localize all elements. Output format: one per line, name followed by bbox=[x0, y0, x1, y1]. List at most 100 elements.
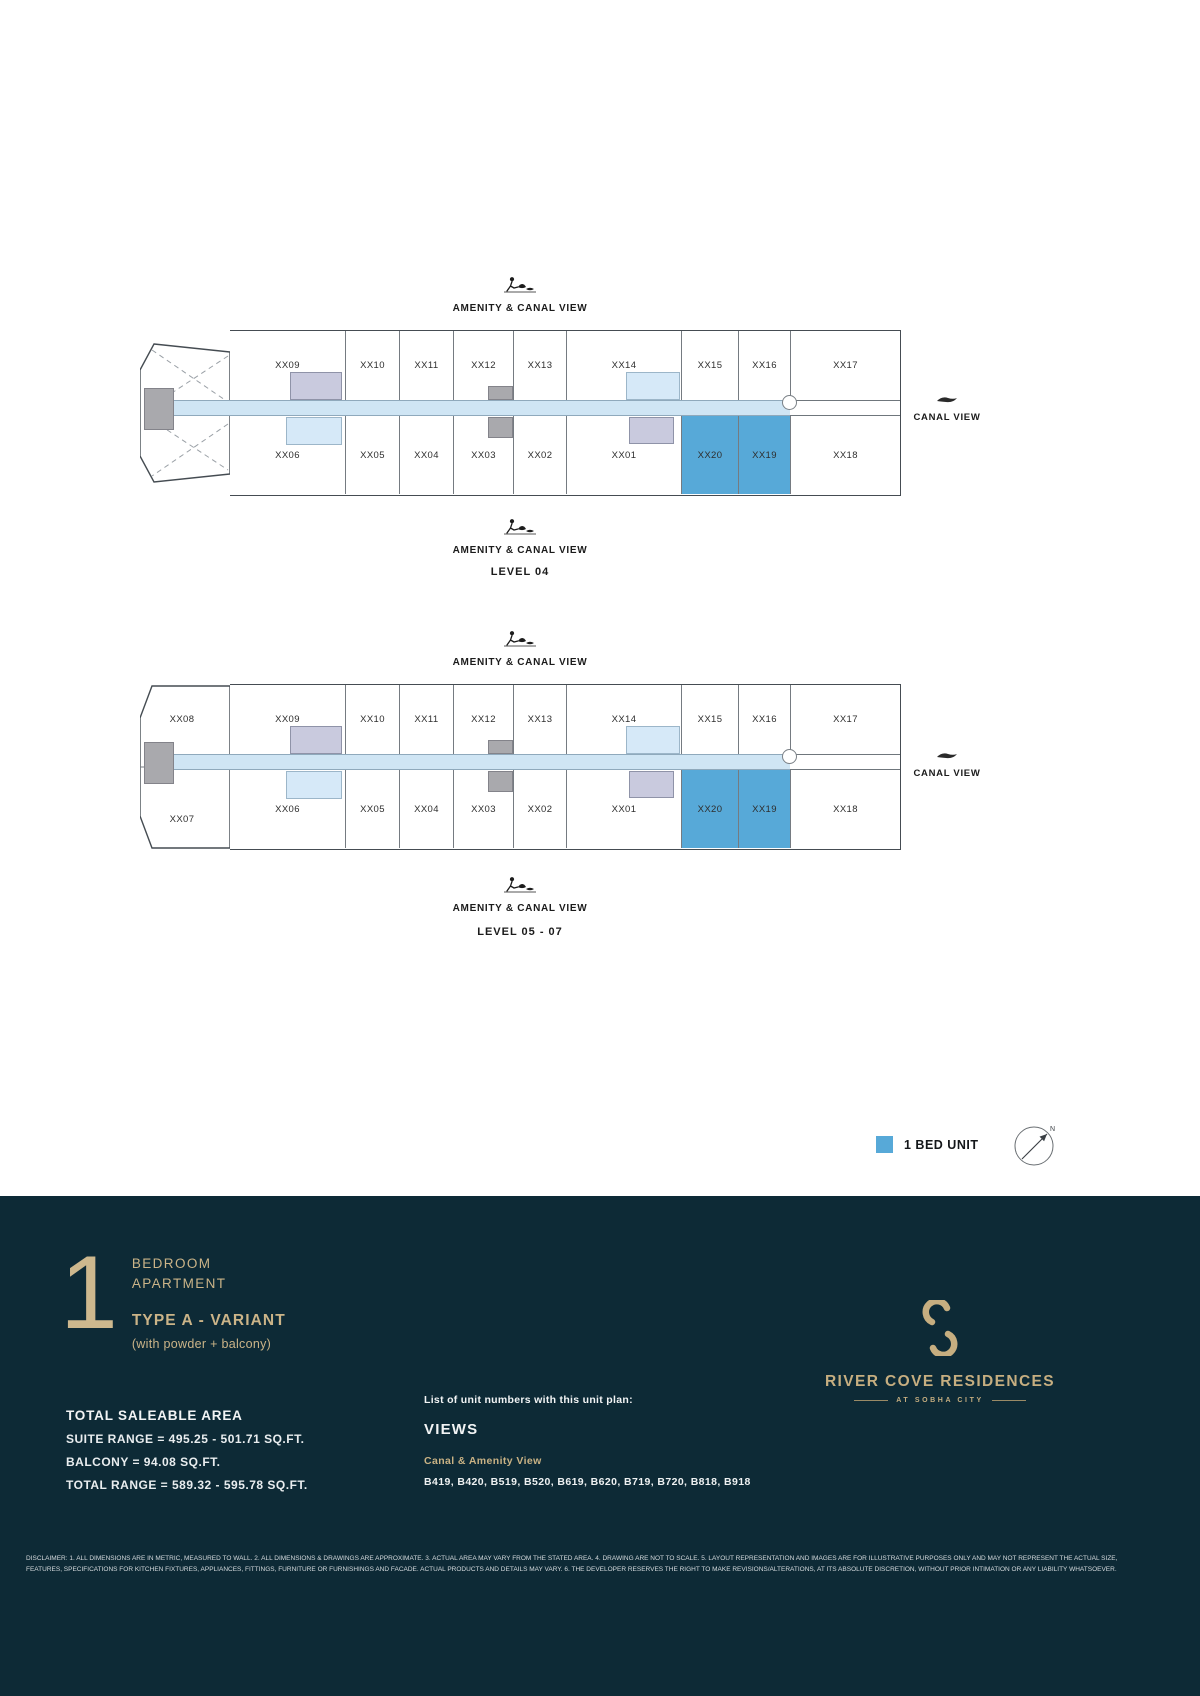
area-title: TOTAL SALEABLE AREA bbox=[66, 1408, 243, 1423]
unit-label: XX17 bbox=[833, 714, 858, 725]
canal-view-label: CANAL VIEW bbox=[902, 392, 992, 423]
unit-list-title: List of unit numbers with this unit plan… bbox=[424, 1394, 633, 1406]
building-level-04: XX09 XX10 XX11 XX12 XX13 XX14 XX15 XX16 … bbox=[140, 330, 901, 496]
floor-plan-level-05-07: AMENITY & CANAL VIEW XX08 XX07 XX09 XX10… bbox=[140, 630, 980, 946]
unit-cell: XX11 bbox=[399, 331, 453, 400]
brand-block: RIVER COVE RESIDENCES AT SOBHA CITY bbox=[820, 1297, 1060, 1404]
views-block: List of unit numbers with this unit plan… bbox=[424, 1394, 751, 1488]
unit-label: XX06 bbox=[275, 449, 300, 461]
unit-label: XX04 bbox=[414, 803, 439, 815]
bedroom-word: BEDROOM bbox=[131, 1256, 212, 1271]
unit-label: XX01 bbox=[611, 449, 637, 461]
legend: 1 BED UNIT bbox=[876, 1136, 978, 1153]
unit-label: XX20 bbox=[697, 449, 723, 461]
floor-plan-level-04: AMENITY & CANAL VIEW XX09 XX10 bbox=[140, 276, 980, 588]
canal-view-label: CANAL VIEW bbox=[902, 748, 992, 779]
unit-cell: XX18 bbox=[790, 770, 900, 848]
unit-cell: XX03 bbox=[453, 770, 513, 848]
amenity-icon bbox=[504, 631, 536, 647]
unit-label: XX03 bbox=[471, 803, 496, 815]
apartment-type-block: 1 BEDROOM APARTMENT TYPE A - VARIANT (wi… bbox=[60, 1241, 286, 1350]
views-title: VIEWS bbox=[424, 1421, 479, 1438]
north-compass-icon: N bbox=[1014, 1126, 1055, 1166]
unit-label: XX12 bbox=[471, 714, 496, 725]
unit-label: XX13 bbox=[527, 714, 553, 725]
door-arc bbox=[782, 395, 797, 410]
total-range: TOTAL RANGE = 589.32 - 595.78 SQ.FT. bbox=[66, 1478, 308, 1492]
unit-cell: XX02 bbox=[513, 770, 566, 848]
unit-numbers-list: B419, B420, B519, B520, B619, B620, B719… bbox=[424, 1476, 751, 1488]
unit-label: XX10 bbox=[360, 714, 385, 725]
brand-subtitle: AT SOBHA CITY bbox=[820, 1397, 1060, 1404]
divider-line bbox=[854, 1400, 889, 1401]
unit-label: XX06 bbox=[275, 803, 300, 815]
unit-label: XX15 bbox=[697, 714, 723, 725]
saleable-area-block: TOTAL SALEABLE AREA SUITE RANGE = 495.25… bbox=[66, 1408, 308, 1492]
fixture-grey bbox=[488, 771, 513, 792]
unit-cell: XX13 bbox=[513, 331, 566, 400]
unit-cell: XX01 bbox=[566, 770, 681, 848]
unit-cell: XX09 bbox=[230, 331, 345, 400]
amenity-icon bbox=[504, 877, 536, 893]
view-title: AMENITY & CANAL VIEW bbox=[452, 545, 588, 556]
unit-label: XX07 bbox=[170, 814, 195, 825]
fixture-blue bbox=[626, 372, 680, 400]
fixture-blue bbox=[626, 726, 680, 754]
unit-label: XX03 bbox=[471, 449, 496, 461]
unit-row-bottom: XX06 XX05 XX04 XX03 XX02 XX01 XX20 XX19 … bbox=[230, 416, 900, 494]
fixture-lavender bbox=[629, 771, 674, 798]
unit-label: XX17 bbox=[833, 360, 858, 371]
views-subtitle: Canal & Amenity View bbox=[424, 1455, 542, 1467]
unit-label: XX15 bbox=[697, 360, 723, 371]
unit-cell: XX05 bbox=[345, 770, 399, 848]
unit-cell: XX06 bbox=[230, 416, 345, 494]
unit-label: XX09 bbox=[275, 714, 300, 725]
unit-cell: XX14 bbox=[566, 331, 681, 400]
fixture-lavender bbox=[629, 417, 674, 444]
unit-label: XX18 bbox=[833, 803, 858, 815]
unit-cell: XX18 bbox=[790, 416, 900, 494]
canal-icon bbox=[937, 753, 957, 759]
unit-cell: XX10 bbox=[345, 685, 399, 754]
unit-label: XX10 bbox=[360, 360, 385, 371]
fixture-blue bbox=[286, 417, 342, 445]
unit-cell: XX12 bbox=[453, 685, 513, 754]
unit-label: XX16 bbox=[752, 714, 777, 725]
unit-cell: XX13 bbox=[513, 685, 566, 754]
fixture-lavender bbox=[290, 726, 342, 754]
view-title: AMENITY & CANAL VIEW bbox=[452, 657, 588, 668]
view-title: CANAL VIEW bbox=[913, 768, 981, 779]
unit-label: XX16 bbox=[752, 360, 777, 371]
unit-label: XX04 bbox=[414, 449, 439, 461]
unit-cell: XX02 bbox=[513, 416, 566, 494]
suite-range: SUITE RANGE = 495.25 - 501.71 SQ.FT. bbox=[66, 1432, 305, 1446]
view-title: AMENITY & CANAL VIEW bbox=[452, 303, 588, 314]
unit-label: XX11 bbox=[414, 360, 439, 371]
unit-label: XX20 bbox=[697, 803, 723, 815]
type-title: TYPE A - VARIANT bbox=[131, 1311, 286, 1329]
amenity-icon bbox=[504, 277, 536, 293]
unit-cell: XX09 bbox=[230, 685, 345, 754]
unit-cell: XX06 bbox=[230, 770, 345, 848]
level-label: LEVEL 05 - 07 bbox=[477, 926, 563, 938]
unit-label: XX05 bbox=[360, 449, 385, 461]
unit-row-bottom: XX06 XX05 XX04 XX03 XX02 XX01 XX20 XX19 … bbox=[230, 770, 900, 848]
building-level-05-07: XX08 XX07 XX09 XX10 XX11 XX12 XX13 XX14 … bbox=[140, 684, 901, 850]
amenity-view-label-bottom: AMENITY & CANAL VIEW bbox=[140, 876, 900, 914]
view-title: CANAL VIEW bbox=[913, 412, 981, 423]
unit-cell: XX11 bbox=[399, 685, 453, 754]
unit-cell: XX03 bbox=[453, 416, 513, 494]
fixture-grey bbox=[488, 386, 513, 400]
unit-cell: XX10 bbox=[345, 331, 399, 400]
divider-line bbox=[991, 1400, 1026, 1401]
balcony-area: BALCONY = 94.08 SQ.FT. bbox=[66, 1455, 221, 1469]
fixture-grey bbox=[488, 417, 513, 438]
unit-cell: XX04 bbox=[399, 770, 453, 848]
unit-cell: XX14 bbox=[566, 685, 681, 754]
door-arc bbox=[782, 749, 797, 764]
unit-cell-highlighted: XX20 bbox=[681, 770, 738, 848]
unit-cell: XX15 bbox=[681, 331, 738, 400]
one-bed-unit-swatch bbox=[876, 1136, 893, 1153]
amenity-view-label-top: AMENITY & CANAL VIEW bbox=[140, 630, 900, 668]
unit-cell: XX17 bbox=[790, 685, 900, 754]
